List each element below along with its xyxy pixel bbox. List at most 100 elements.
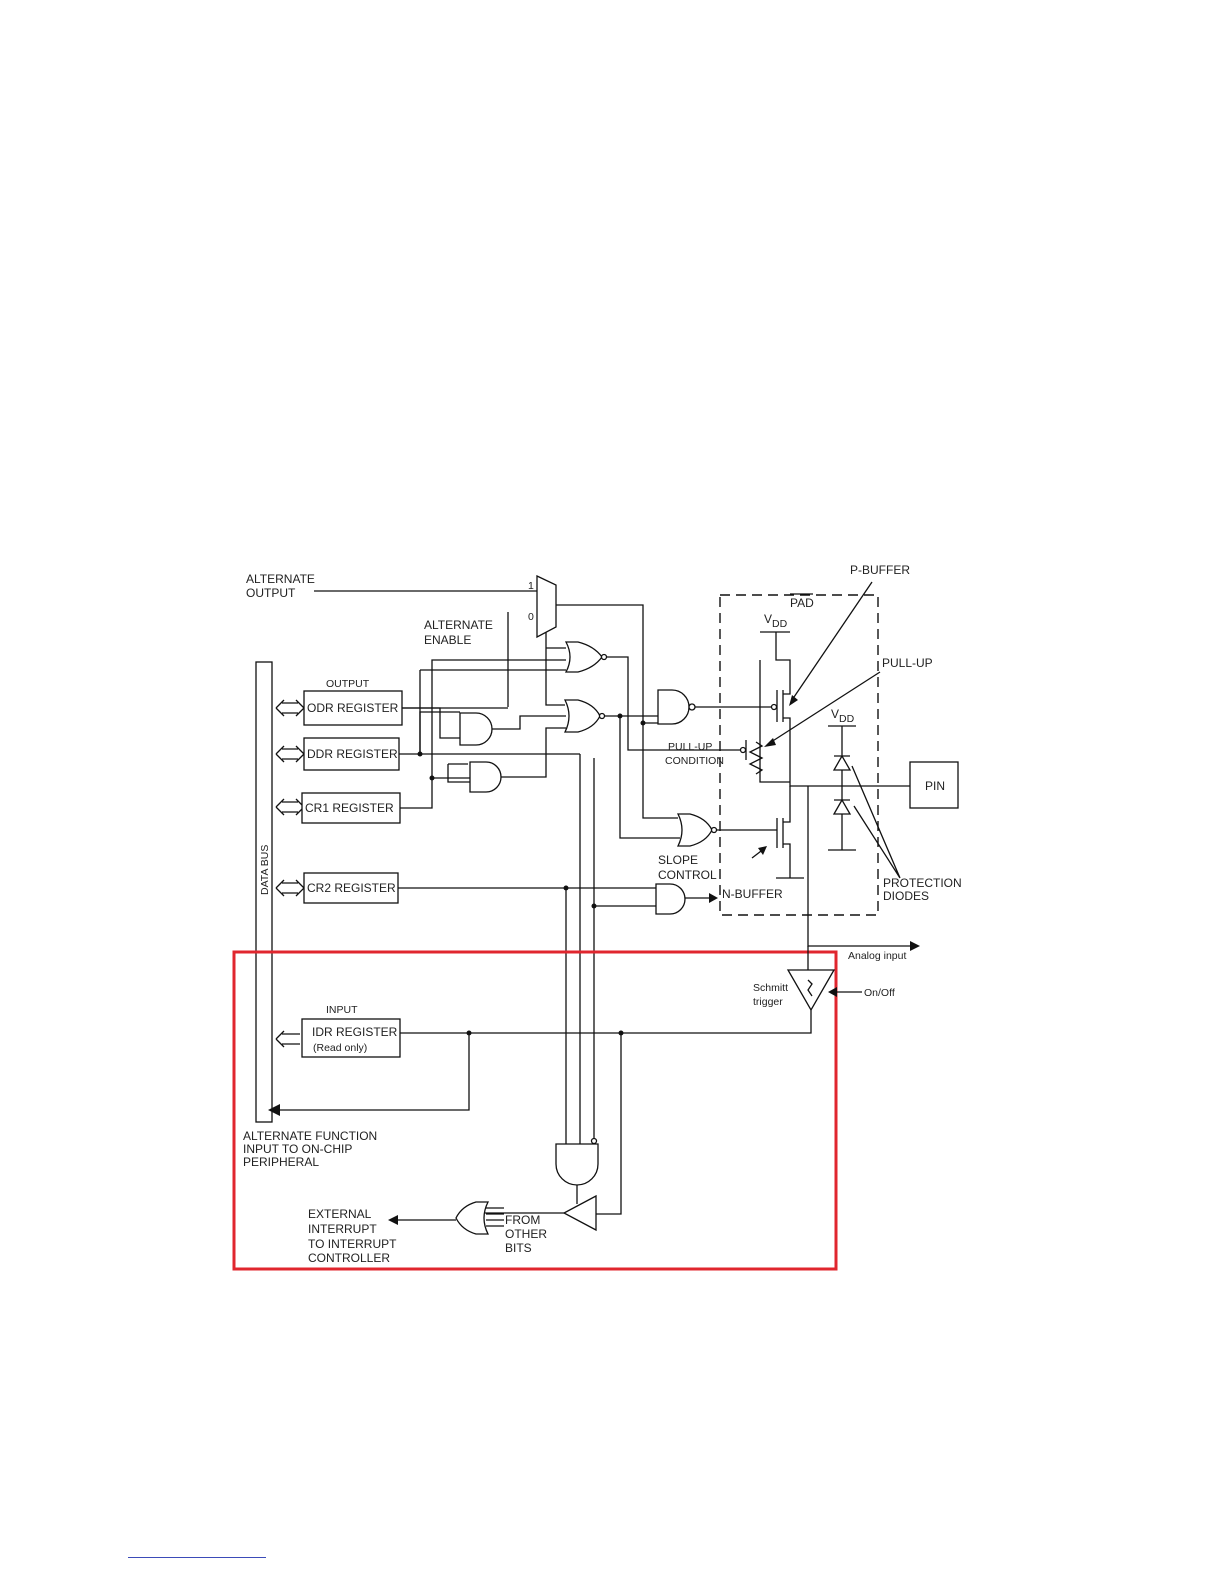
and1-out-wire [492,715,566,730]
nor-gate-n-bubble [710,826,718,834]
schmitt-label-line1: Schmitt [753,982,788,994]
alternate-enable-line2: ENABLE [424,633,471,647]
external-interrupt-line1: EXTERNAL [308,1207,372,1221]
slope-control-line2: CONTROL [658,868,717,882]
p-mos [776,690,791,760]
bus-arrow-odr [275,699,305,717]
vdd-top-label: V [764,612,772,626]
on-off-arrowhead [828,987,837,997]
idr-read-only-label: (Read only) [313,1042,367,1054]
pullup-gate-bubble [739,746,747,754]
mux-input-0: 0 [528,611,534,623]
protection-diodes-line2: DIODES [883,889,929,903]
junction-cr1 [429,775,435,781]
nor-mid-to-nor-low-wire [619,716,680,839]
pullup-condition-line1: PULL-UP [668,741,712,753]
interrupt-feed-wire [596,1033,622,1215]
data-bus [255,661,273,1123]
data-bus-label: DATA BUS [259,845,271,895]
pin-box [909,761,959,809]
junction-slope [591,903,597,909]
vdd-top-rail [760,631,791,690]
mux-to-nor-low-wire [642,723,678,819]
schmitt-symbol [807,979,813,997]
schmitt-out-wire [400,1010,812,1034]
alternate-enable-line1: ALTERNATE [424,618,493,632]
ddr-register-label: DDR REGISTER [307,747,398,761]
from-other-bits-line3: BITS [505,1241,532,1255]
from-other-bits-line1: FROM [505,1213,540,1227]
pull-up-pointer [767,671,881,745]
idr-register-label: IDR REGISTER [312,1025,398,1039]
mux-input-1: 1 [528,580,534,592]
p-mos-gate-bubble [770,703,778,711]
interrupt-or-gate [455,1201,490,1235]
nand-gate-p-bubble [688,703,696,711]
interrupt-buffer [562,1194,597,1232]
protection-diode-top-wire [834,755,850,800]
nor-gate-top [564,641,603,673]
slope-control-gate [655,883,686,915]
junction-idr [466,1030,472,1036]
analog-input-wire [807,786,912,947]
on-off-label: On/Off [864,987,895,999]
vdd-top-sub: DD [772,618,788,630]
footer-link-underline[interactable] [128,1557,266,1558]
input-section-highlight [232,950,838,1271]
and-gate-1 [459,712,493,746]
output-node-wire [789,760,910,787]
odr-to-and-wire [402,707,460,739]
n-buffer-label: N-BUFFER [722,887,783,901]
pullup-condition-line2: CONDITION [665,755,724,767]
nor-top-out-wire [606,656,668,751]
external-interrupt-line4: CONTROLLER [308,1251,390,1265]
pad-label: PAD [790,596,814,610]
alternate-output-line1: ALTERNATE [246,572,315,586]
and-gate-3-bubble [590,1137,598,1145]
n-mos [776,786,791,878]
schmitt-label-line2: trigger [753,996,783,1008]
mux-out-wire [556,604,660,724]
junction-ddr [417,751,423,757]
cr2-register-label: CR2 REGISTER [307,881,396,895]
protection-diode-bottom-wire [828,799,856,851]
cr1-register-label: CR1 REGISTER [305,801,394,815]
vdd-right-sub: DD [839,713,855,725]
p-buffer-pointer-head [789,695,798,706]
from-other-bits-wires [486,1207,504,1227]
slope-control-line1: SLOPE [658,853,698,867]
cr1-register [301,792,401,824]
bus-arrow-cr2 [275,879,305,897]
protection-diodes-pointer [851,765,901,879]
alt-function-line3: PERIPHERAL [243,1155,319,1169]
odr-register [303,690,403,726]
bus-arrow-ddr [275,745,305,763]
alt-function-line1: ALTERNATE FUNCTION [243,1129,377,1143]
nor-gate-top-bubble [600,653,608,661]
odr-register-label: ODR REGISTER [307,701,399,715]
protection-diodes-line1: PROTECTION [883,876,962,890]
output-label: OUTPUT [326,678,370,690]
external-interrupt-line3: TO INTERRUPT [308,1237,397,1251]
and2-input-wire [447,764,470,783]
and-gate-2 [469,761,502,793]
analog-input-label: Analog input [848,950,906,962]
ddr-to-and-wire [419,711,460,754]
pullup-resistor [748,741,764,775]
nor-gate-mid [563,699,601,733]
pull-up-pointer-head [764,738,776,747]
pin-label: PIN [925,779,945,793]
protection-diode-top [832,754,852,771]
bus-arrow-cr1 [275,798,305,816]
input-label: INPUT [326,1004,358,1016]
n-buffer-pointer-head [758,846,767,855]
analog-input-arrowhead [910,941,920,951]
alt-function-line2: INPUT TO ON-CHIP [243,1142,352,1156]
p-buffer-label: P-BUFFER [850,563,910,577]
bus-arrow-idr [275,1030,300,1048]
nor-gate-mid-bubble [598,712,606,720]
vdd-right-label: V [831,707,839,721]
external-interrupt-line2: INTERRUPT [308,1222,377,1236]
alt-function-wire [278,1035,470,1111]
